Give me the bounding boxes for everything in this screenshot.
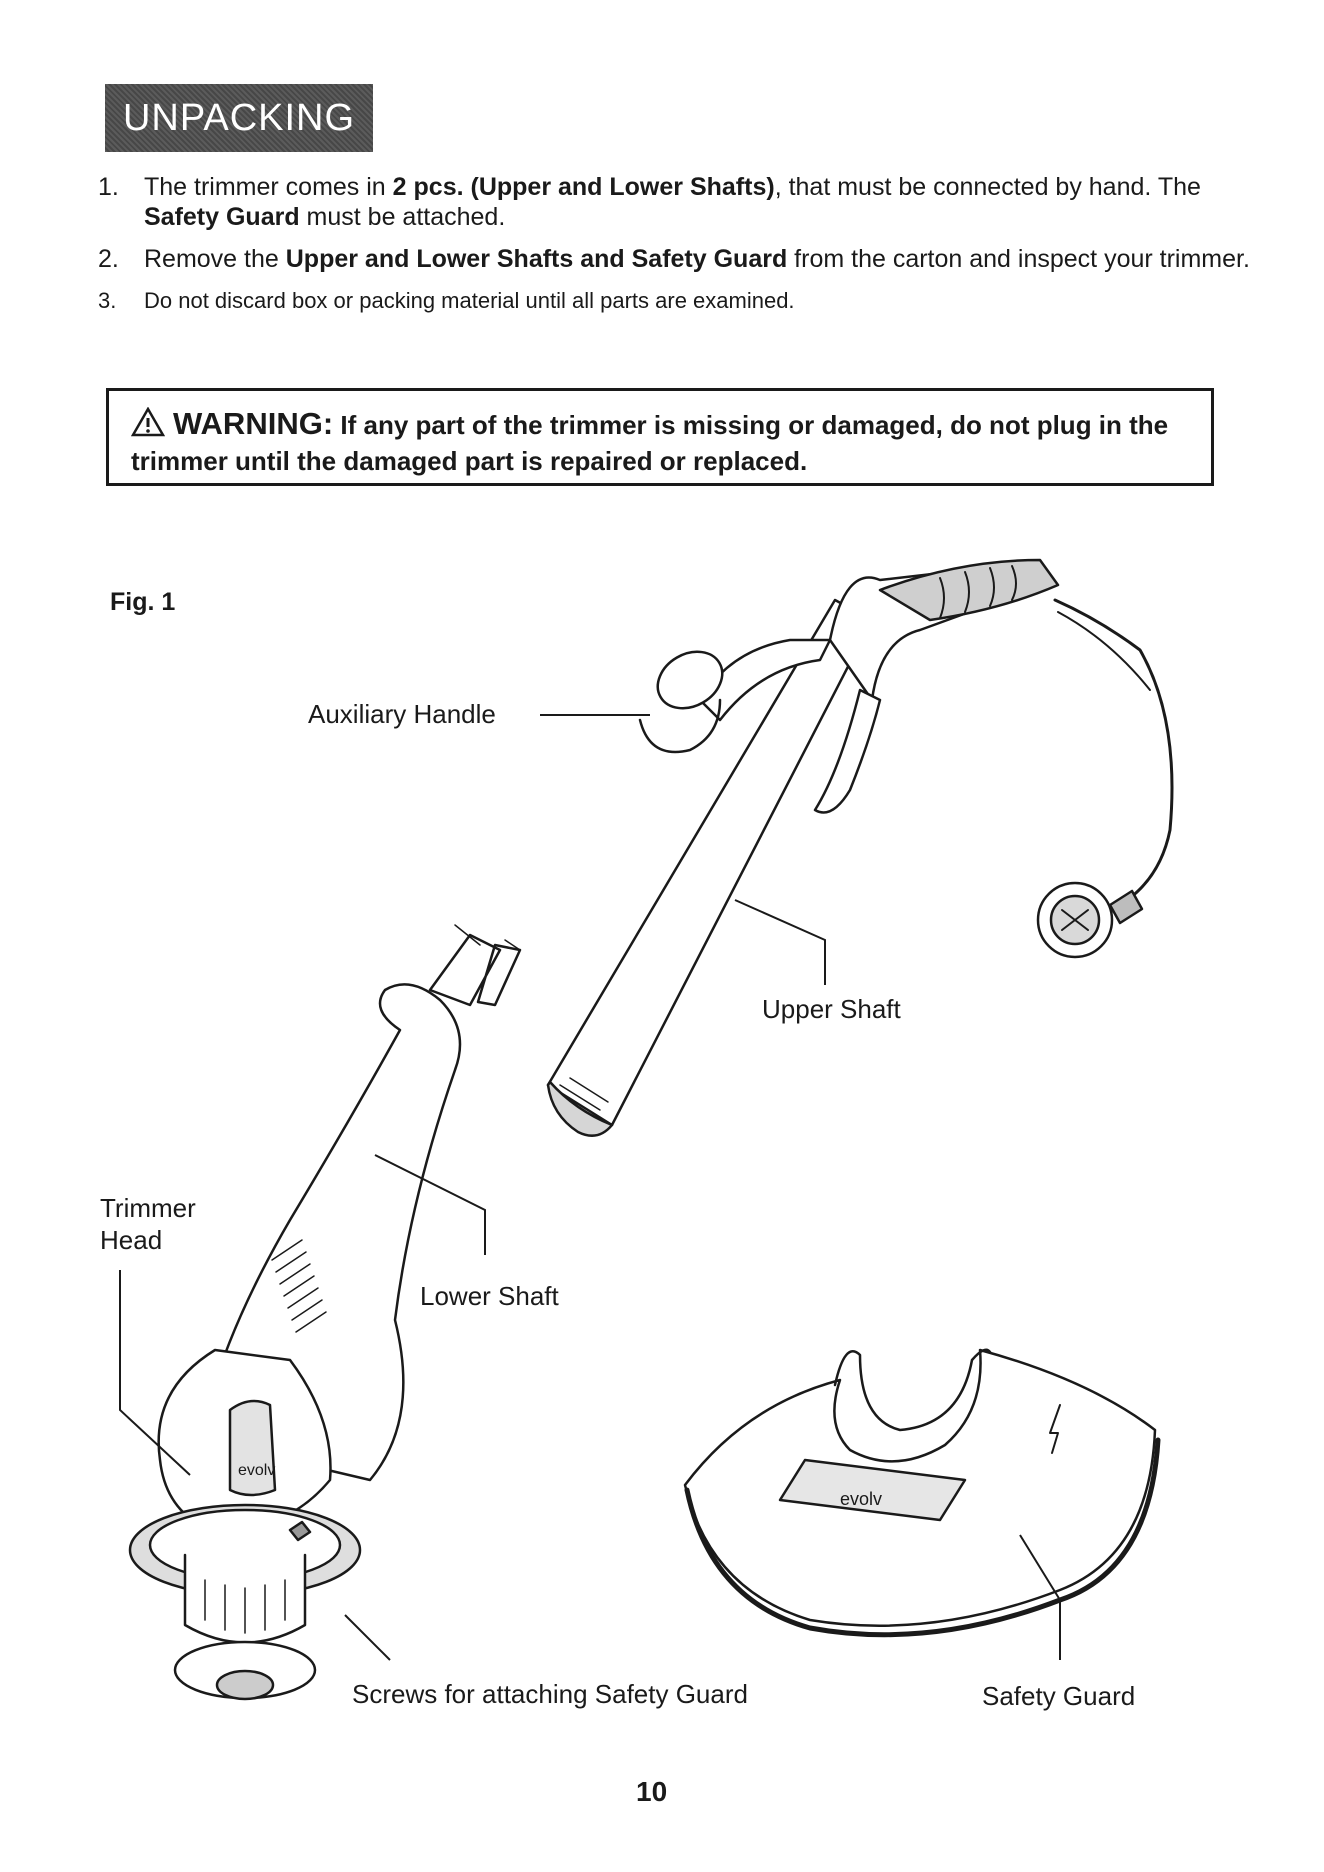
step-text: Do not discard box or packing material u… (144, 288, 795, 313)
guard-logo-text: evolv (840, 1489, 882, 1509)
step-2: 2. Remove the Upper and Lower Shafts and… (98, 244, 1278, 274)
step-1: 1. The trimmer comes in 2 pcs. (Upper an… (98, 172, 1278, 232)
callout-safety-guard: Safety Guard (982, 1681, 1136, 1711)
head-logo-text: evolv (238, 1462, 275, 1479)
step-text: Remove the Upper and Lower Shafts and Sa… (144, 245, 1250, 273)
callout-auxiliary-handle: Auxiliary Handle (308, 699, 496, 729)
warning-triangle-icon (130, 406, 166, 445)
callout-trimmer-head-line1: Trimmer (100, 1193, 196, 1223)
step-number: 2. (98, 245, 119, 273)
callout-upper-shaft: Upper Shaft (762, 994, 901, 1024)
callout-leader-lines (119, 714, 1061, 1661)
warning-label: WARNING: (173, 406, 334, 441)
callout-trimmer-head-line2: Head (100, 1225, 163, 1255)
step-number: 1. (98, 173, 119, 201)
upper-shaft-drawing (546, 558, 1174, 1137)
warning-text: If any part of the trimmer is missing or… (131, 410, 1169, 476)
lower-shaft-drawing: evolv (128, 924, 522, 1701)
step-text: The trimmer comes in 2 pcs. (Upper and L… (144, 173, 1201, 231)
callout-trimmer-head: Trimmer Head (100, 1192, 196, 1256)
page-number: 10 (636, 1776, 668, 1807)
unpacking-steps: 1. The trimmer comes in 2 pcs. (Upper an… (98, 172, 1278, 328)
section-title-banner: UNPACKING (105, 84, 373, 152)
safety-guard-drawing: evolv (683, 1348, 1161, 1638)
warning-box: WARNING: If any part of the trimmer is m… (106, 388, 1214, 486)
figure-label: Fig. 1 (110, 588, 176, 616)
step-number: 3. (98, 288, 117, 313)
callout-screws: Screws for attaching Safety Guard (352, 1679, 748, 1709)
callout-lower-shaft: Lower Shaft (420, 1281, 559, 1311)
step-3: 3. Do not discard box or packing materia… (98, 286, 1278, 316)
